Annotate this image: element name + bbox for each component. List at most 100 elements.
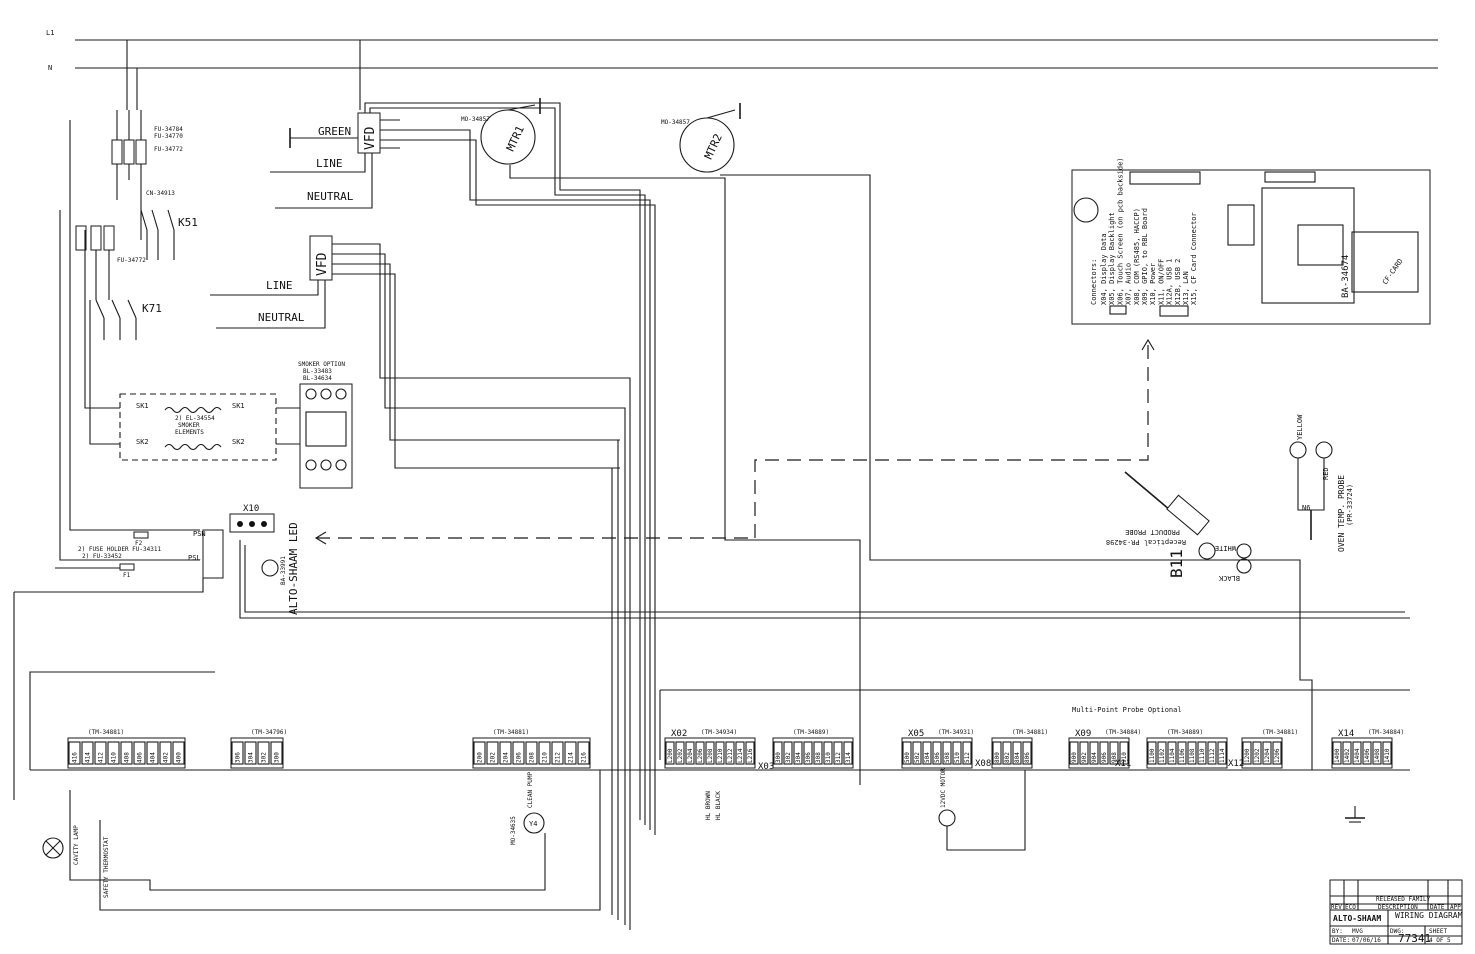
- cavity-lamp-label: CAVITY LAMP: [73, 825, 80, 865]
- terminal-pin-label: 1400: [1334, 748, 1341, 763]
- power-rails: L1 N: [13, 29, 1438, 800]
- red-wire-label: RED: [1322, 467, 1330, 480]
- terminal-strip-part: (TM-34881): [88, 729, 124, 736]
- terminal-strip-id: X02: [671, 729, 687, 739]
- probes: B11 PRODUCT PROBE Receptical PR-34298 WH…: [1106, 414, 1354, 582]
- terminal-pin-label: 1114: [1219, 748, 1226, 763]
- terminal-pin: [1362, 741, 1372, 765]
- terminal-strip-body: [1068, 737, 1130, 769]
- title-block: RELEASED FAMILY REV ECO DESCRIPTION DATE…: [1329, 879, 1463, 945]
- terminal-pin: [1099, 741, 1109, 765]
- terminal-pin: [685, 741, 695, 765]
- fuse-block-top: FU-34784 FU-34770 FU-34772 CN-34913: [111, 110, 183, 200]
- terminal-strip-part: (TM-34889): [793, 729, 829, 736]
- smoker-option: SK1 SK1 2) EL-34554 SMOKER ELEMENTS SK2 …: [84, 230, 353, 489]
- terminal-pin: [715, 741, 725, 765]
- terminal-pin: [745, 741, 755, 765]
- terminal-pin-label: L200: [667, 748, 674, 763]
- terminal-pin-label: 1206: [1274, 748, 1281, 763]
- terminal-pin: [1109, 741, 1119, 765]
- terminal-pin: [512, 741, 525, 765]
- fuse-2-label: FU-34770: [154, 133, 183, 140]
- terminal-pin: [231, 741, 244, 765]
- terminal-pin-label: 212: [555, 752, 562, 763]
- terminal-pin: [1352, 741, 1362, 765]
- black-wire-label: BLACK: [1218, 574, 1240, 582]
- contactor-k71: K71: [95, 299, 162, 340]
- terminal-strip-body: [230, 737, 284, 769]
- terminal-pin: [551, 741, 564, 765]
- terminal-pin-label: 310: [825, 752, 832, 763]
- terminal-pin: [159, 741, 172, 765]
- receptacle-label: Receptical PR-34298: [1106, 538, 1186, 546]
- oven-probe-label: OVEN TEMP. PROBE: [1337, 475, 1346, 552]
- white-wire-label: WHITE: [1215, 544, 1236, 552]
- tb-company: ALTO-SHAAM: [1333, 914, 1381, 923]
- terminal-pin: [992, 741, 1002, 765]
- terminal-pin: [1382, 741, 1392, 765]
- board-connector-line: X06, Touch Screen (on pcb backside): [1116, 157, 1124, 305]
- terminal-pin: [1089, 741, 1099, 765]
- b11-label: B11: [1167, 549, 1186, 578]
- terminal-pin: [833, 741, 843, 765]
- terminal-pin-label: 902: [1081, 752, 1088, 763]
- board-connector-line: X05, Display Backlight: [1108, 212, 1116, 305]
- terminal-pin-label: 308: [815, 752, 822, 763]
- fuse-holder-label-2: 2) FU-33452: [82, 553, 122, 560]
- terminal-strip-body: [1146, 737, 1228, 769]
- terminal-pin-label: 506: [934, 752, 941, 763]
- terminal-strip-part: (TM-34884): [1368, 729, 1404, 736]
- vfd-1: VFD GREEN LINE NEUTRAL: [270, 112, 400, 209]
- n6-label: N6: [1302, 504, 1310, 512]
- terminal-strip-part: (TM-34881): [1262, 729, 1298, 736]
- terminal-pin-label: 306: [235, 752, 242, 763]
- terminal-pin: [499, 741, 512, 765]
- terminal-strip-body: [772, 737, 854, 769]
- terminal-pin-label: 1404: [1354, 748, 1361, 763]
- terminal-pin-label: 900: [1071, 752, 1078, 763]
- terminal-pin: [803, 741, 813, 765]
- terminal-pin-label: 312: [835, 752, 842, 763]
- smoker-element-name: SMOKER: [178, 422, 200, 429]
- terminal-pin: [813, 741, 823, 765]
- tb-subtitle: RELEASED FAMILY: [1376, 896, 1431, 903]
- tb-rev: REV: [1331, 904, 1342, 911]
- terminal-strip-part: (TM-34889): [1167, 729, 1203, 736]
- tb-description: DESCRIPTION: [1378, 904, 1418, 911]
- terminal-pin-label: 1406: [1364, 748, 1371, 763]
- terminal-pin-label: 302: [785, 752, 792, 763]
- hl-black-label: HL BLACK: [715, 791, 722, 820]
- terminal-pin-label: 802: [1004, 752, 1011, 763]
- terminal-pin-label: 406: [137, 752, 144, 763]
- terminal-pin-label: 508: [944, 752, 951, 763]
- led-part: BA-33991: [280, 556, 287, 585]
- f2-label: F2: [135, 540, 143, 547]
- terminal-pin: [902, 741, 912, 765]
- terminal-pin-label: 210: [542, 752, 549, 763]
- neutral-1-label: NEUTRAL: [307, 190, 354, 203]
- led-label: ALTO-SHAAM LED: [287, 522, 300, 615]
- terminal-pin-label: 412: [98, 752, 105, 763]
- terminal-pin-label: 1408: [1374, 748, 1381, 763]
- terminal-strip-part: (TM-34884): [1105, 729, 1141, 736]
- connector-side-labels: X03 X08 X11 X12 Multi-Point Probe Option…: [705, 706, 1244, 820]
- terminal-pin: [1167, 741, 1177, 765]
- cn-label: CN-34913: [146, 190, 175, 197]
- control-fuses: F2 F1 2) FUSE HOLDER FU-34311 2) FU-3345…: [14, 120, 224, 593]
- terminal-pin-label: 910: [1121, 752, 1128, 763]
- smoker-option-part-1: BL-33483: [303, 368, 332, 375]
- terminal-pin-label: L204: [687, 748, 694, 763]
- terminal-pin-label: 306: [805, 752, 812, 763]
- terminal-pin: [1012, 741, 1022, 765]
- terminal-pin-label: 1104: [1169, 748, 1176, 763]
- terminal-pin: [952, 741, 962, 765]
- sk2-label-right: SK2: [232, 438, 245, 446]
- terminal-pin: [172, 741, 185, 765]
- terminal-strip-body: [991, 737, 1033, 769]
